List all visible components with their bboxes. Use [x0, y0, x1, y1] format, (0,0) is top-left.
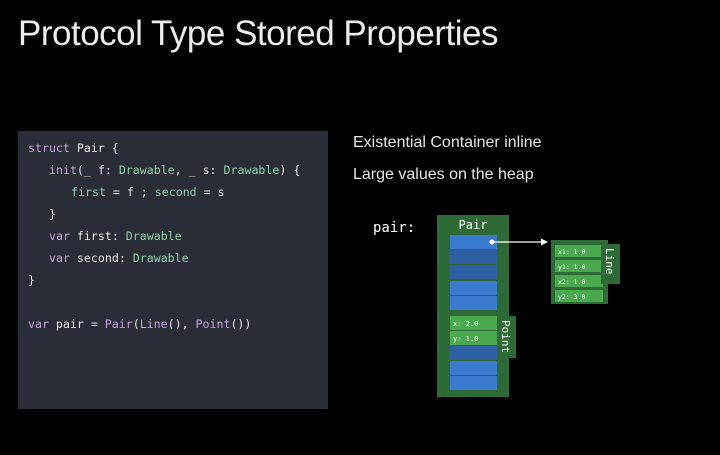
line-vwt-slot: [450, 281, 497, 295]
point-tab: [497, 316, 516, 358]
line-value-buffer-2: [450, 250, 497, 264]
line-field-x2-label: x2: 1.0: [558, 278, 585, 286]
type-name: Line: [139, 317, 168, 331]
code-line-5: var first: Drawable: [49, 229, 182, 243]
keyword: var: [28, 317, 49, 331]
code-line-4: }: [49, 207, 56, 221]
point-field-x: [450, 316, 497, 330]
line-tab: [601, 244, 620, 284]
code-text: , _ s:: [174, 163, 224, 177]
point-tab-label: Point: [499, 320, 512, 353]
line-field-x1-label: x1: 1.0: [558, 248, 585, 256]
code-line-2: init(_ f: Drawable, _ s: Drawable) {: [49, 163, 300, 177]
code-line-1: struct Pair {: [28, 141, 119, 155]
pointer-arrowhead: [541, 238, 548, 246]
code-panel: struct Pair { init(_ f: Drawable, _ s: D…: [18, 131, 328, 409]
point-field-y: [450, 331, 497, 345]
line-field-y2: [555, 290, 603, 302]
bullet-heap: Large values on the heap: [353, 166, 534, 183]
line-field-x2: [555, 275, 603, 287]
code-text: second:: [69, 251, 133, 265]
line-field-y1-label: y1: 1.0: [558, 263, 585, 271]
code-line-6: var second: Drawable: [49, 251, 189, 265]
slide-title: Protocol Type Stored Properties: [18, 14, 498, 53]
point-field-x-label: x: 2.0: [453, 320, 478, 328]
pointer-dot: [489, 239, 495, 245]
line-value-buffer-1: [450, 235, 497, 249]
point-value-buffer-3: [450, 346, 497, 360]
pair-variable-label: pair:: [373, 220, 416, 236]
code-text: (_ f:: [76, 163, 119, 177]
type-name: Point: [195, 317, 231, 331]
bullet-inline: Existential Container inline: [353, 134, 542, 151]
type-name: Drawable: [125, 229, 182, 243]
code-line-3: first = f ; second = s: [71, 185, 225, 199]
keyword: var: [49, 251, 70, 265]
type-name: Pair: [104, 317, 133, 331]
code-text: (: [132, 317, 140, 331]
keyword: init: [49, 163, 77, 177]
code-text: (),: [167, 317, 196, 331]
code-text: Pair {: [69, 141, 119, 155]
code-text: first:: [69, 229, 126, 243]
code-text: pair =: [48, 317, 105, 331]
code-text: ) {: [279, 163, 301, 177]
type-name: Drawable: [223, 163, 280, 177]
line-field-y1: [555, 260, 603, 272]
code-text: = f ;: [105, 185, 155, 199]
pair-container-label: Pair: [459, 218, 488, 232]
line-value-buffer-3: [450, 265, 497, 279]
line-field-y2-label: y2: 3.0: [558, 293, 585, 301]
point-vwt-slot: [450, 361, 497, 375]
keyword: struct: [28, 141, 70, 155]
line-pwt-slot: [450, 296, 497, 310]
code-text: = s: [196, 185, 225, 199]
point-pwt-slot: [450, 376, 497, 390]
code-line-7: }: [28, 273, 35, 287]
point-field-y-label: y: 1.0: [453, 335, 478, 343]
type-name: Drawable: [118, 163, 175, 177]
type-name: Drawable: [132, 251, 189, 265]
keyword: var: [49, 229, 70, 243]
property-name: second: [154, 185, 197, 199]
line-field-x1: [555, 245, 603, 257]
line-tab-label: Line: [603, 248, 616, 275]
code-line-8: var pair = Pair(Line(), Point()): [28, 317, 251, 331]
code-text: ()): [230, 317, 252, 331]
property-name: first: [71, 185, 106, 199]
